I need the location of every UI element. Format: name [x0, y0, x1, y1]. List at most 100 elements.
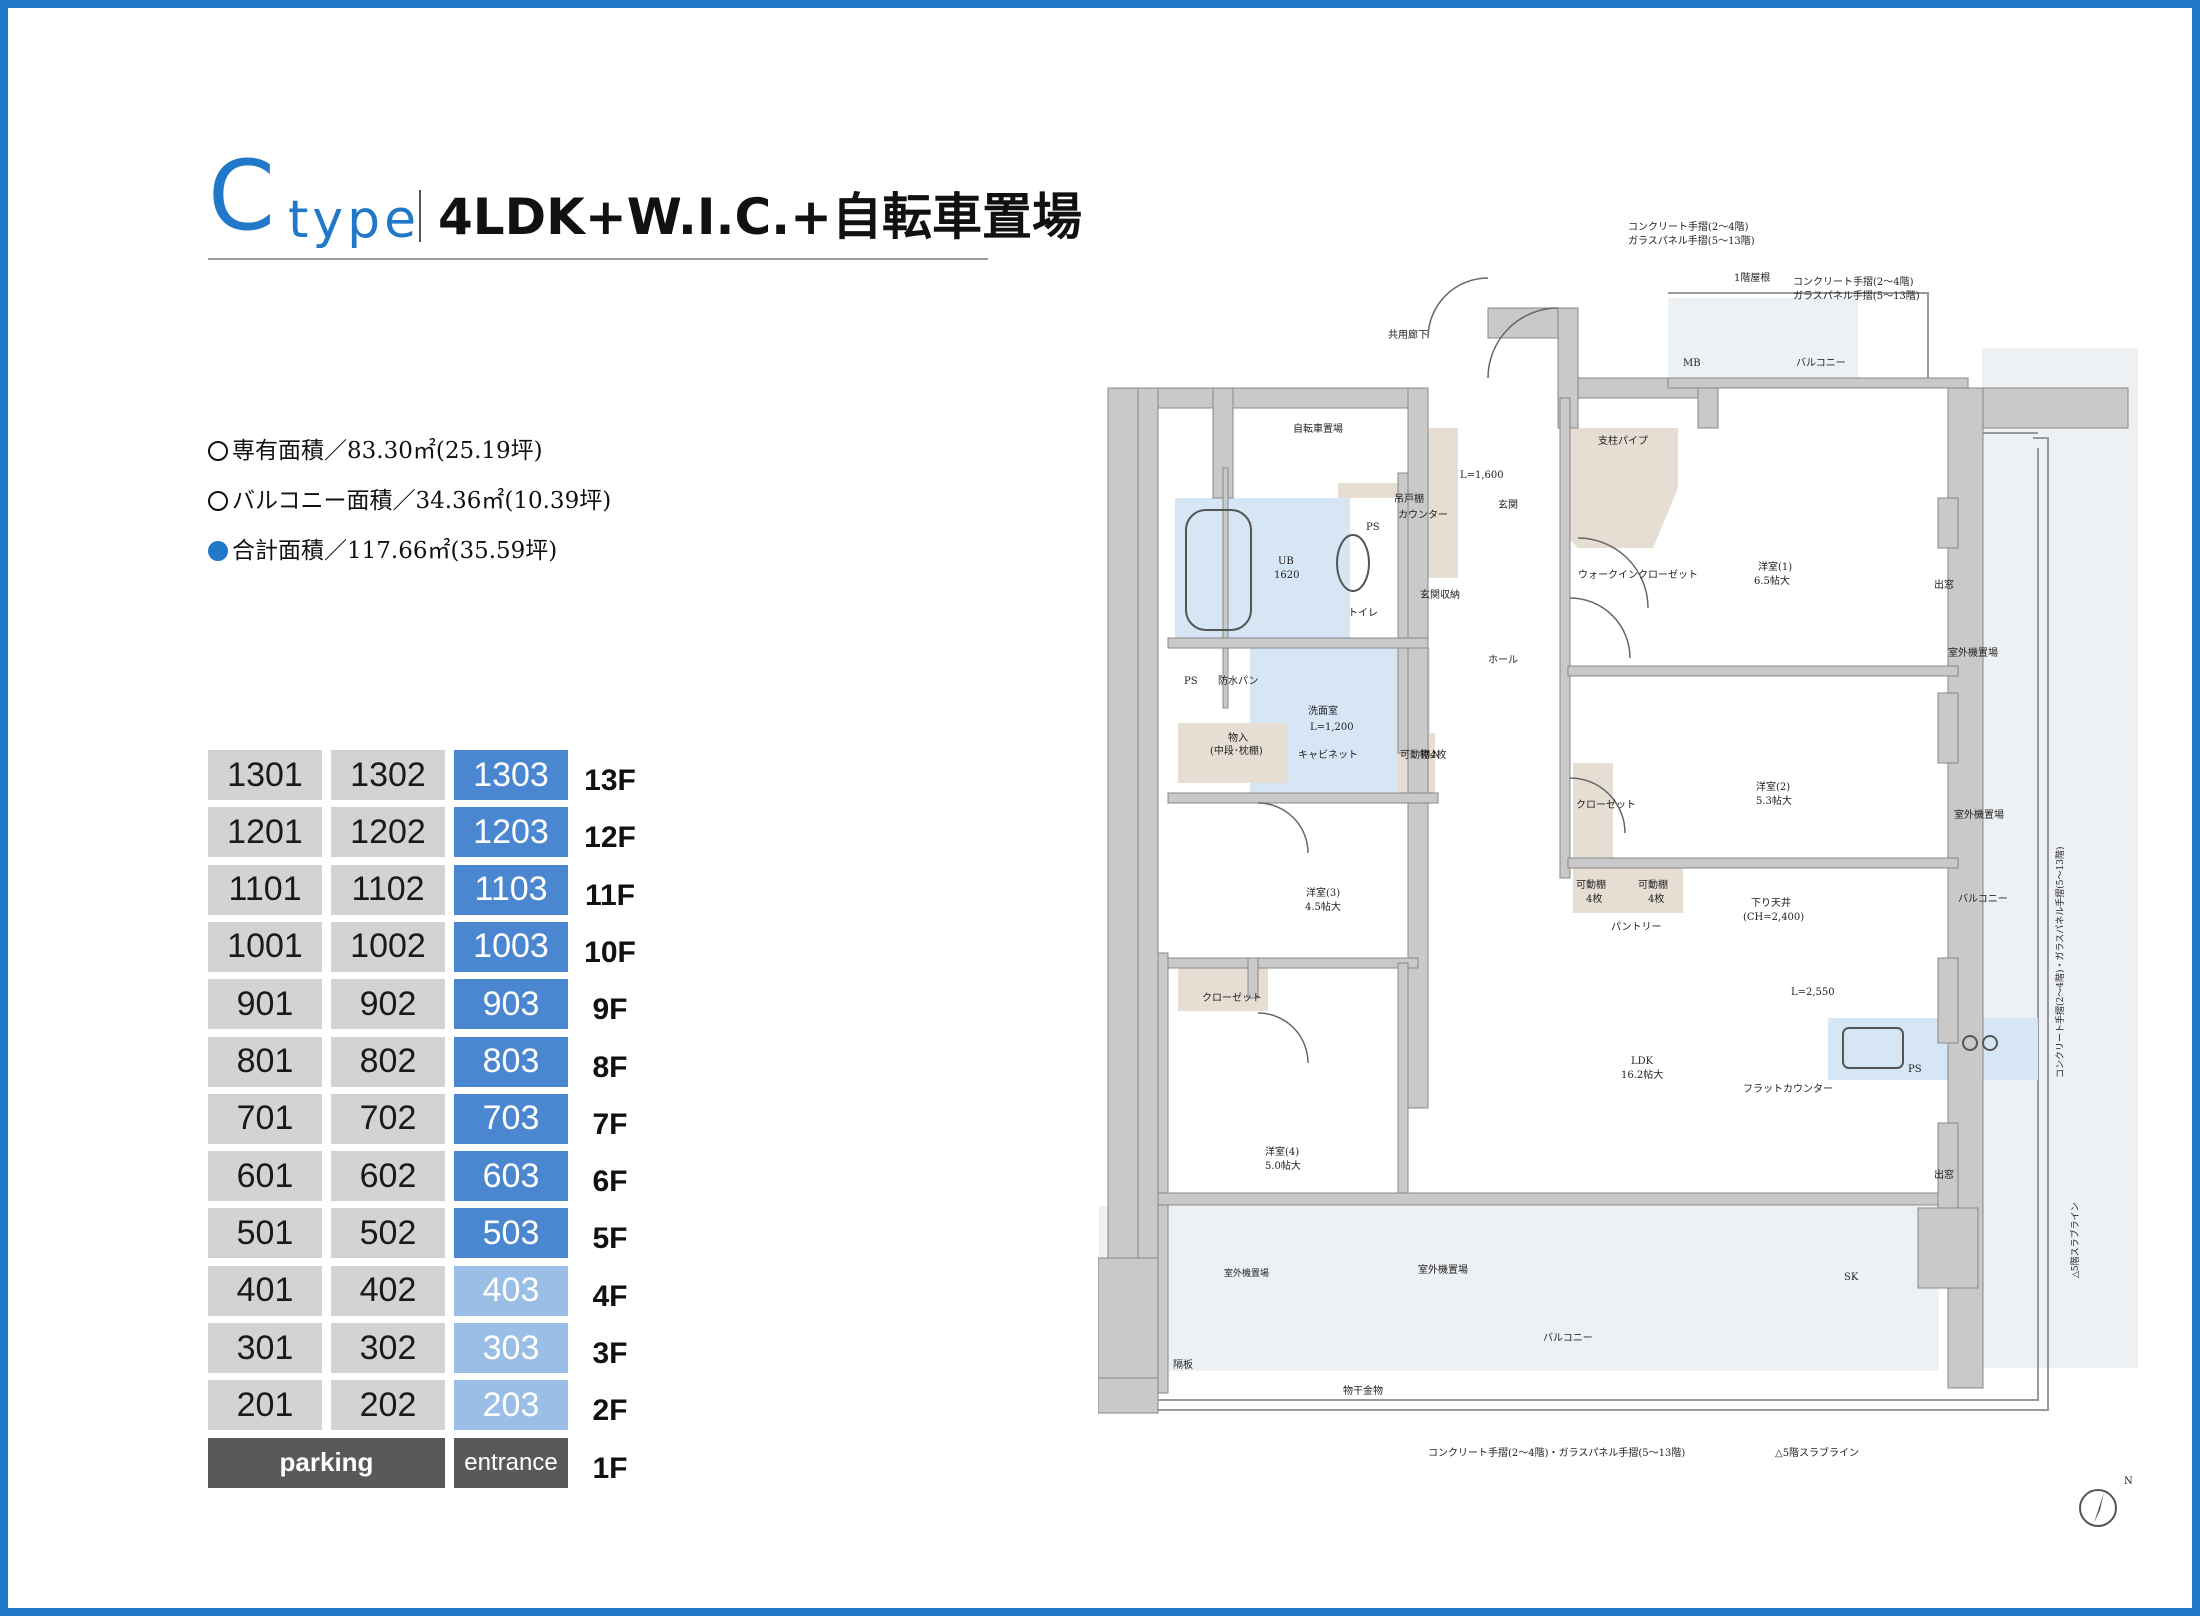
pipe-label: 支柱パイプ: [1598, 434, 1648, 447]
bay-window-label: 出窓: [1934, 1168, 1954, 1181]
genkan-label: 玄関: [1498, 498, 1518, 511]
unit-cell-type-c: 1003: [454, 921, 568, 972]
type-word: type: [288, 190, 421, 250]
door-swings: [1257, 277, 1649, 1064]
unit-cell: 601: [208, 1151, 322, 1202]
wall: [1222, 467, 1229, 709]
ldk-label: LDK: [1631, 1056, 1654, 1067]
floor-label: 9F: [592, 993, 628, 1027]
compass-ring: [2079, 1489, 2117, 1527]
unit-cell: 902: [331, 979, 445, 1030]
shoe-cabinet: [1338, 483, 1408, 498]
wall: [1397, 472, 1409, 754]
door-swing: [1487, 307, 1559, 379]
wall: [1667, 377, 1969, 389]
unit-cell: 1302: [331, 750, 445, 800]
floor-label: 8F: [592, 1050, 628, 1084]
door-swing: [1257, 1012, 1309, 1064]
unit-cell: 1301: [208, 750, 322, 800]
floor-label: 2F: [592, 1394, 628, 1428]
title-underline: [208, 258, 988, 260]
bathtub: [1185, 509, 1252, 631]
floor-label: 5F: [592, 1222, 628, 1256]
unit-cell: 1102: [331, 864, 445, 915]
walls: [1098, 307, 2129, 1414]
unit-cell-type-c: 1303: [454, 750, 568, 800]
railing-line: [1099, 437, 2049, 1411]
circle-outline-icon: [208, 491, 228, 511]
rail-side-label: コンクリート手摺(2～4階)・ガラスパネル手摺(5～13階): [2054, 847, 2066, 1079]
stove-burner: [1982, 1035, 1998, 1051]
wall: [1157, 952, 1169, 1394]
rail-label: ガラスパネル手摺(5～13階): [1793, 289, 1920, 302]
toilet-bowl: [1336, 534, 1370, 592]
unit-cell-type-c: 803: [454, 1036, 568, 1087]
shelf-count: 4枚: [1586, 892, 1602, 905]
wall: [1167, 637, 1429, 649]
unit-cell: 802: [331, 1036, 445, 1087]
balcony-label: バルコニー: [1958, 893, 2008, 905]
wall: [1937, 692, 1959, 764]
dryer-label: 物干金物: [1343, 1384, 1383, 1397]
unit-cell: 1202: [331, 807, 445, 858]
storage-label: 物入: [1228, 731, 1248, 744]
unit-cell-type-c: 903: [454, 979, 568, 1030]
slab-line-label: △5階スラブライン: [1775, 1446, 1859, 1459]
floor-label: 13F: [584, 764, 636, 797]
unit-cell: 201: [208, 1380, 322, 1431]
area-text: バルコニー面積／34.36㎡(10.39坪): [232, 488, 612, 514]
cabinet-label: キャビネット: [1298, 749, 1358, 761]
wall: [1247, 957, 1259, 999]
genkan-storage-label: 玄関収納: [1420, 588, 1460, 601]
unit-cell-type-c: 403: [454, 1265, 568, 1316]
shelf-label: 可動棚: [1576, 878, 1606, 891]
closet-area: [1573, 763, 1613, 873]
storage-label: 物入: [1420, 748, 1440, 761]
corridor-label: 共用廊下: [1388, 328, 1428, 341]
unit-cell: 801: [208, 1036, 322, 1087]
unit-cell: 1201: [208, 807, 322, 858]
unit-cell-type-c: 1203: [454, 807, 568, 858]
unit-cell: 1101: [208, 864, 322, 915]
north-label: N: [2124, 1476, 2133, 1487]
bath-size-label: 1620: [1274, 570, 1299, 581]
type-letter: C: [208, 140, 276, 252]
stove-burner: [1962, 1035, 1978, 1051]
layout-title: 4LDK+W.I.C.+自転車置場: [438, 188, 1083, 246]
washpan-label: 防水パン: [1218, 674, 1259, 687]
unit-cell: 202: [331, 1380, 445, 1431]
room4-label: 洋室(4): [1265, 1145, 1299, 1158]
door-swing: [1577, 537, 1649, 609]
shelf-count: 4枚: [1648, 892, 1664, 905]
ps-label: PS: [1908, 1064, 1922, 1075]
closet-area: [1178, 723, 1288, 783]
room3-size: 4.5帖大: [1305, 900, 1341, 913]
railing-line: [1668, 292, 1929, 383]
bay-window-label: 出窓: [1934, 578, 1954, 591]
unit-cell-type-c: 303: [454, 1323, 568, 1373]
area-text: 専有面積／83.30㎡(25.19坪): [232, 438, 543, 464]
closet-label: クローゼット: [1576, 799, 1636, 811]
washroom-label: 洗面室: [1308, 704, 1338, 717]
circle-outline-icon: [208, 441, 228, 461]
unit-cell-type-c: 603: [454, 1151, 568, 1202]
railing-line: [1099, 448, 2039, 1401]
shelf-label: 可動棚: [1638, 878, 1668, 891]
outdoor-unit-label: 室外機置場: [1224, 1267, 1269, 1279]
balcony-top-zone: [1668, 298, 1858, 380]
floor-label: 4F: [592, 1279, 628, 1313]
wic-label: ウォークインクローゼット: [1578, 569, 1698, 581]
unit-cell: 702: [331, 1093, 445, 1144]
floor-label: 3F: [592, 1337, 628, 1370]
unit-cell: 501: [208, 1208, 322, 1259]
unit-cell: 302: [331, 1323, 445, 1373]
length-label: L=1,600: [1460, 470, 1504, 481]
ceiling-label: 下り天井: [1751, 896, 1791, 909]
counter-label: カウンター: [1398, 509, 1448, 521]
